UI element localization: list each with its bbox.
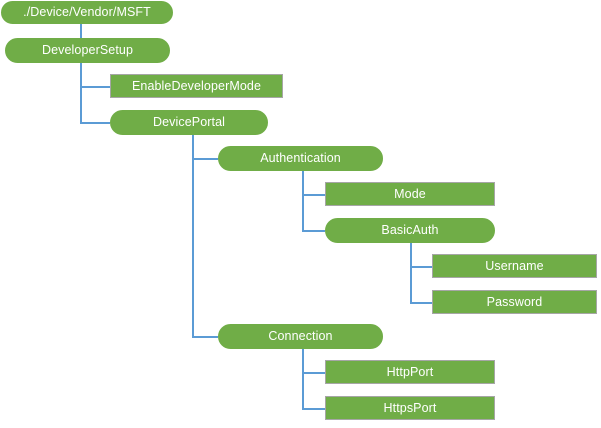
node-enable-dev-mode[interactable]: EnableDeveloperMode (110, 74, 283, 98)
node-authentication[interactable]: Authentication (218, 146, 383, 171)
node-https-port[interactable]: HttpsPort (325, 396, 495, 420)
connector-basicauth-trunk (410, 243, 412, 303)
connector-deviceportal-to-connection (192, 336, 218, 338)
node-username[interactable]: Username (432, 254, 597, 278)
node-label-password: Password (486, 294, 543, 309)
node-password[interactable]: Password (432, 290, 597, 314)
connector-basicauth-to-username (410, 266, 432, 268)
node-label-device-portal: DevicePortal (152, 115, 226, 130)
node-basic-auth[interactable]: BasicAuth (325, 218, 495, 243)
connector-root-to-developersetup (80, 23, 82, 38)
connector-auth-to-basicauth (302, 230, 325, 232)
node-developer-setup[interactable]: DeveloperSetup (5, 38, 170, 63)
node-connection[interactable]: Connection (218, 324, 383, 349)
node-label-mode: Mode (394, 186, 426, 201)
node-label-http-port: HttpPort (386, 364, 434, 379)
node-http-port[interactable]: HttpPort (325, 360, 495, 384)
connector-developersetup-to-deviceportal (80, 122, 110, 124)
node-device-portal[interactable]: DevicePortal (110, 110, 268, 135)
connector-auth-trunk (302, 171, 304, 231)
node-label-authentication: Authentication (260, 151, 341, 166)
node-label-https-port: HttpsPort (383, 400, 437, 415)
node-label-developer-setup: DeveloperSetup (41, 43, 134, 58)
connector-developersetup-trunk (80, 63, 82, 123)
node-mode[interactable]: Mode (325, 182, 495, 206)
connector-deviceportal-to-auth (192, 158, 218, 160)
connector-auth-to-mode (302, 194, 325, 196)
connector-connection-trunk (302, 349, 304, 409)
node-label-username: Username (485, 258, 544, 273)
connector-basicauth-to-password (410, 302, 432, 304)
connector-connection-to-httpport (302, 372, 325, 374)
connector-deviceportal-trunk (192, 135, 194, 337)
connector-connection-to-httpsport (302, 408, 325, 410)
node-label-basic-auth: BasicAuth (381, 223, 439, 238)
node-root[interactable]: ./Device/Vendor/MSFT (1, 1, 173, 24)
node-label-connection: Connection (268, 329, 333, 344)
node-label-enable-dev-mode: EnableDeveloperMode (131, 78, 262, 93)
connector-developersetup-to-enabledev (80, 86, 110, 88)
node-label-root: ./Device/Vendor/MSFT (23, 5, 151, 20)
